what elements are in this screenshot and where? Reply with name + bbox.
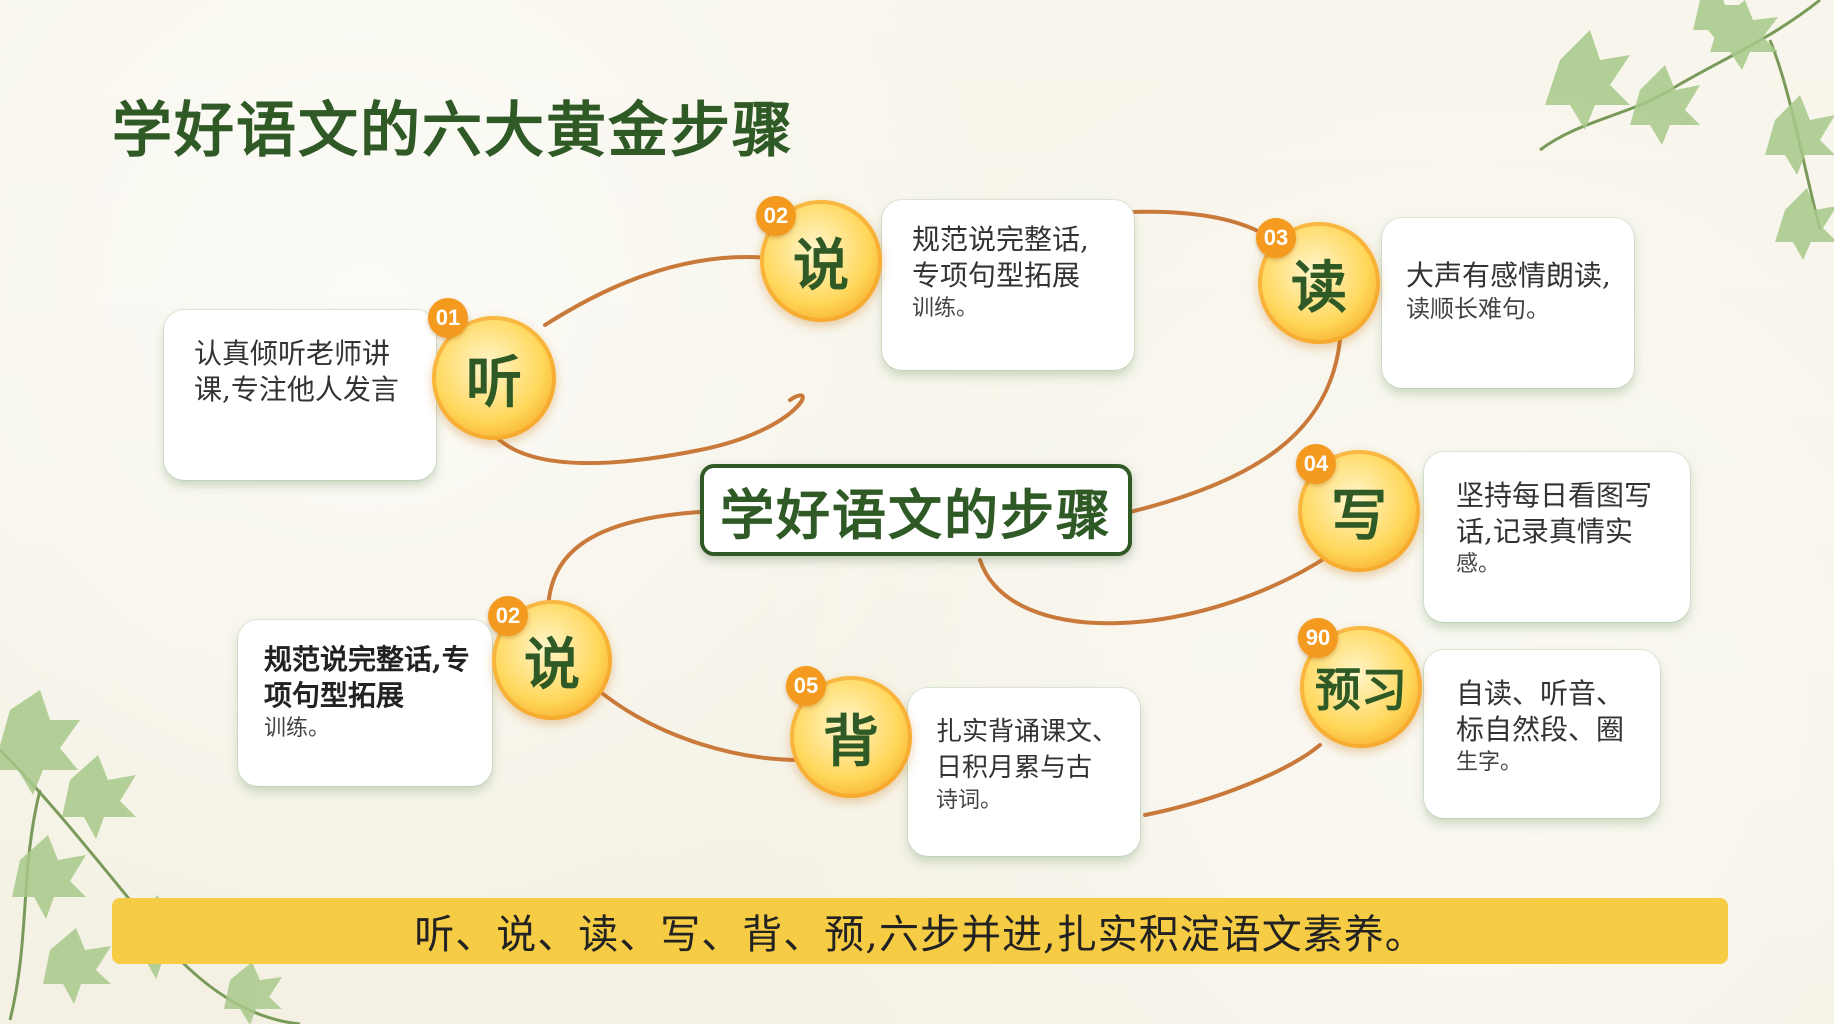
step-card-recite: 扎实背诵课文、日积月累与古 诗词。 bbox=[908, 688, 1140, 856]
step-label-speak-2: 说 bbox=[524, 631, 580, 698]
step-label-preview: 预习 bbox=[1315, 663, 1407, 717]
connector-recite-preview bbox=[1143, 743, 1322, 817]
step-card-speak-small: 训练。 bbox=[912, 296, 979, 321]
step-card-listen-text: 认真倾听老师讲课,专注他人发言 bbox=[194, 337, 399, 406]
step-badge-listen: 01 bbox=[428, 298, 468, 338]
connector-center-read bbox=[1128, 338, 1342, 514]
step-label-read: 读 bbox=[1291, 254, 1347, 321]
step-card-speak-2-small: 训练。 bbox=[264, 716, 331, 741]
step-label-write: 写 bbox=[1331, 482, 1387, 549]
connector-listen-speak bbox=[543, 255, 772, 327]
step-badge-write: 04 bbox=[1296, 444, 1336, 484]
step-card-speak-2-text: 规范说完整话,专项句型拓展 bbox=[264, 643, 470, 712]
step-label-speak: 说 bbox=[793, 232, 849, 299]
step-card-read: 大声有感情朗读, 读顺长难句。 bbox=[1382, 218, 1634, 388]
step-card-write-text: 坚持每日看图写话,记录真情实 bbox=[1456, 479, 1653, 548]
step-card-speak: 规范说完整话,专项句型拓展 训练。 bbox=[882, 200, 1134, 370]
step-card-write-small: 感。 bbox=[1456, 552, 1501, 577]
connector-listen-center bbox=[488, 393, 805, 466]
step-card-preview-text: 自读、听音、标自然段、圈 bbox=[1456, 677, 1625, 746]
connector-center-write bbox=[978, 553, 1332, 626]
step-card-read-small: 读顺长难句。 bbox=[1406, 295, 1550, 323]
step-card-speak-text: 规范说完整话,专项句型拓展 bbox=[912, 223, 1089, 292]
step-label-recite: 背 bbox=[823, 708, 879, 775]
step-badge-recite: 05 bbox=[786, 666, 826, 706]
step-badge-read: 03 bbox=[1256, 218, 1296, 258]
step-card-recite-small: 诗词。 bbox=[936, 788, 1003, 813]
step-card-recite-text: 扎实背诵课文、日积月累与古 bbox=[936, 717, 1119, 783]
step-label-listen: 听 bbox=[466, 349, 522, 416]
step-card-speak-2: 规范说完整话,专项句型拓展 训练。 bbox=[238, 620, 492, 786]
page-title: 学好语文的六大黄金步骤 bbox=[112, 96, 794, 166]
connector-speak2-recite bbox=[596, 688, 802, 762]
step-card-write: 坚持每日看图写话,记录真情实 感。 bbox=[1424, 452, 1690, 622]
step-badge-speak-2: 02 bbox=[488, 596, 528, 636]
step-badge-speak: 02 bbox=[756, 196, 796, 236]
ivy-leaves-top-right-icon bbox=[1539, 0, 1834, 260]
step-badge-preview: 90 bbox=[1298, 618, 1338, 658]
step-card-preview-small: 生字。 bbox=[1456, 750, 1523, 775]
step-card-read-text: 大声有感情朗读, bbox=[1406, 259, 1611, 292]
connector-center-speak2 bbox=[546, 510, 702, 612]
step-card-preview: 自读、听音、标自然段、圈 生字。 bbox=[1424, 650, 1660, 818]
center-topic: 学好语文的步骤 bbox=[700, 464, 1132, 556]
summary-banner: 听、说、读、写、背、预,六步并进,扎实积淀语文素养。 bbox=[112, 898, 1728, 964]
summary-text: 听、说、读、写、背、预,六步并进,扎实积淀语文素养。 bbox=[414, 912, 1426, 958]
step-card-listen: 认真倾听老师讲课,专注他人发言 bbox=[164, 310, 436, 480]
